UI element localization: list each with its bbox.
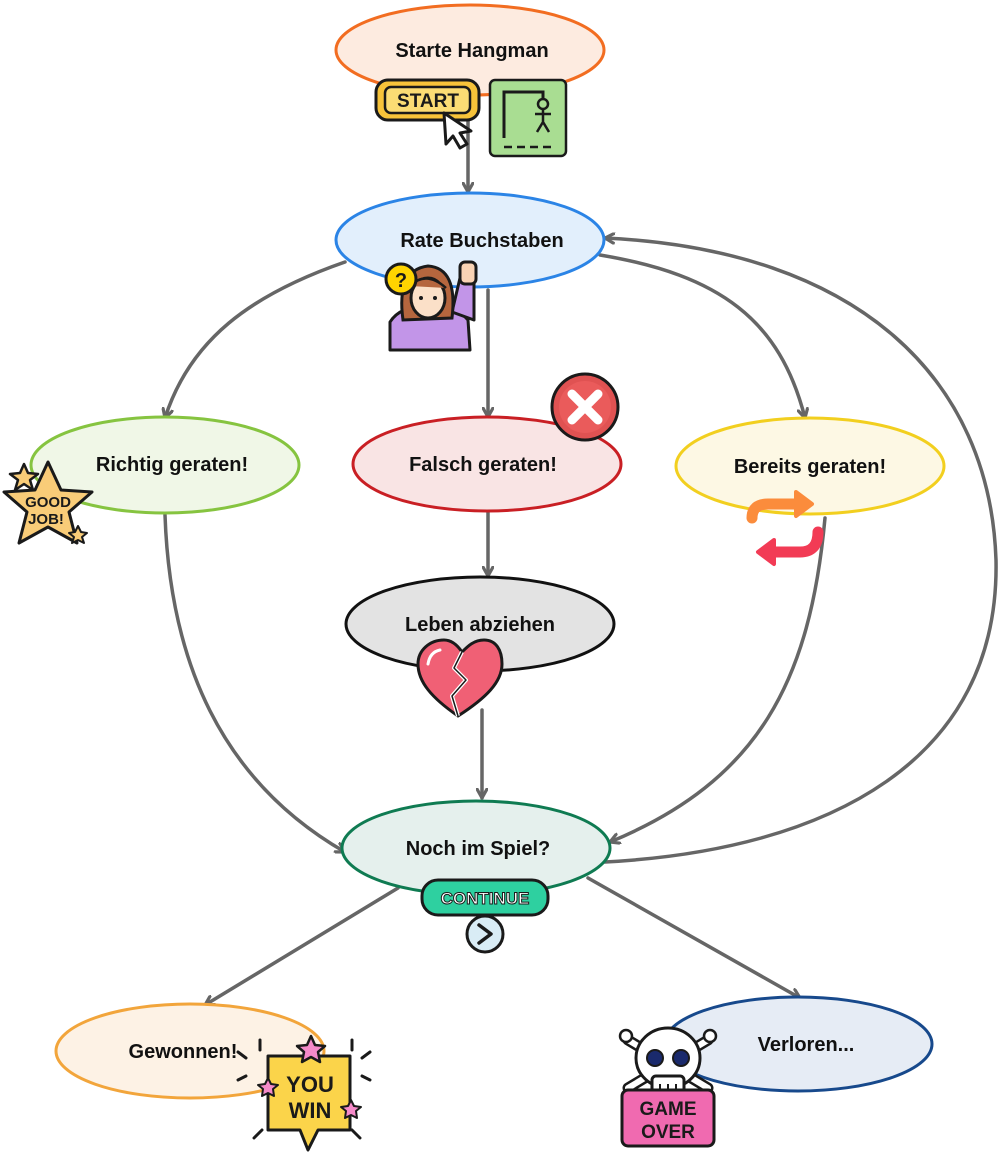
node-won-label: Gewonnen! bbox=[129, 1041, 238, 1063]
good-job-line-2: JOB! bbox=[28, 511, 64, 528]
node-already: Bereits geraten! bbox=[674, 416, 946, 516]
start-button-icon: START bbox=[374, 78, 481, 150]
node-correct: Richtig geraten! bbox=[29, 415, 301, 515]
node-lost-label: Verloren... bbox=[758, 1034, 855, 1056]
game-over-line-1: GAME bbox=[640, 1099, 697, 1120]
edge-check-to-lost bbox=[586, 876, 802, 1000]
node-still-in-game-label: Noch im Spiel? bbox=[406, 838, 550, 860]
node-lose-life: Leben abziehen bbox=[344, 575, 616, 673]
edge-check-to-guess-loop bbox=[603, 238, 998, 864]
node-still-in-game: Noch im Spiel? bbox=[340, 799, 612, 897]
node-lose-life-label: Leben abziehen bbox=[405, 614, 555, 636]
good-job-line-1: GOOD bbox=[25, 494, 71, 511]
game-over-line-2: OVER bbox=[641, 1122, 695, 1143]
node-lost: Verloren... bbox=[662, 995, 934, 1093]
node-wrong: Falsch geraten! bbox=[351, 415, 623, 513]
you-win-icon: YOU WIN bbox=[236, 1034, 372, 1152]
question-girl-icon: ? bbox=[384, 260, 478, 352]
edge-check-to-won bbox=[203, 886, 400, 1007]
svg-text:?: ? bbox=[395, 270, 407, 292]
you-win-line-2: WIN bbox=[289, 1098, 332, 1123]
wrong-x-icon bbox=[550, 372, 620, 442]
start-badge-text: START bbox=[397, 91, 459, 112]
node-correct-label: Richtig geraten! bbox=[96, 454, 248, 476]
you-win-line-1: YOU bbox=[286, 1072, 334, 1097]
broken-heart-icon bbox=[416, 638, 504, 718]
hangman-icon bbox=[488, 78, 568, 158]
repeat-arrows-icon bbox=[746, 490, 824, 566]
game-over-skull-icon: GAME OVER bbox=[618, 1026, 718, 1148]
node-guess-label: Rate Buchstaben bbox=[400, 230, 563, 252]
node-won: Gewonnen! bbox=[54, 1002, 326, 1100]
continue-icon: CONTINUE bbox=[420, 878, 550, 954]
node-start-label: Starte Hangman bbox=[395, 40, 548, 62]
node-wrong-label: Falsch geraten! bbox=[409, 454, 557, 476]
edge-guess-to-correct bbox=[165, 260, 347, 420]
edge-guess-to-already bbox=[598, 253, 805, 420]
edges bbox=[163, 118, 998, 1007]
continue-badge-text: CONTINUE bbox=[441, 889, 530, 908]
good-job-star-icon: GOOD JOB! bbox=[2, 460, 94, 545]
edge-already-to-check bbox=[608, 516, 827, 842]
edge-correct-to-check bbox=[163, 513, 347, 854]
node-already-label: Bereits geraten! bbox=[734, 456, 886, 478]
